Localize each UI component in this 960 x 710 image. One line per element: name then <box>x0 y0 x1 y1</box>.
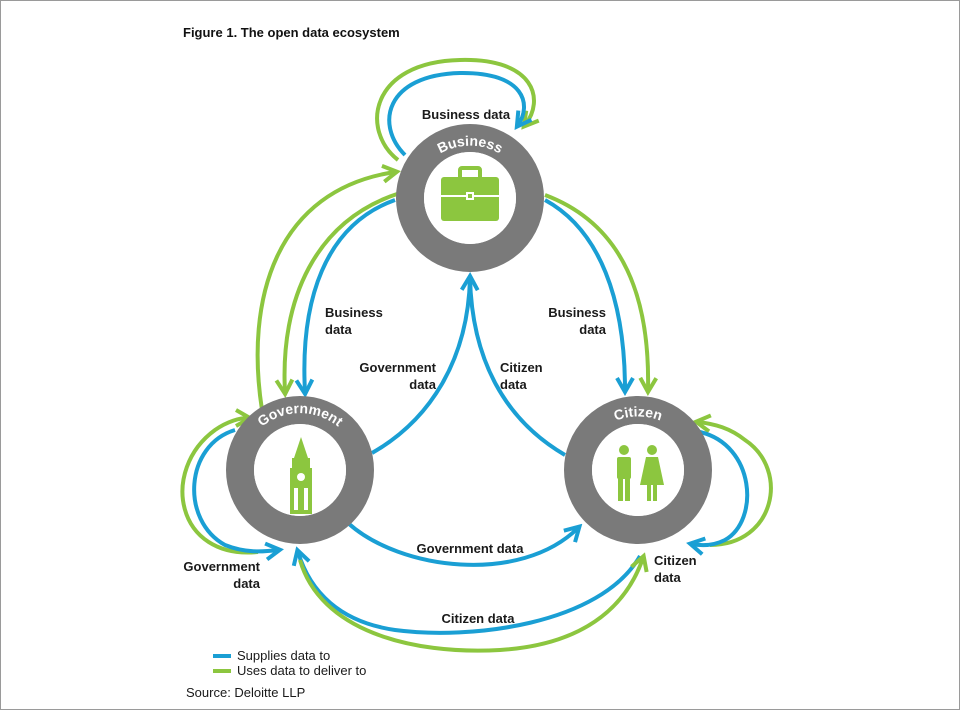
figure-title: Figure 1. The open data ecosystem <box>183 25 400 40</box>
citizen-label: Citizen <box>612 403 665 423</box>
label-citizen-self-2: data <box>654 570 682 585</box>
node-government: Government <box>226 396 374 544</box>
label-gov-to-citizen: Government data <box>417 541 525 556</box>
arrow-business-to-gov-blue <box>294 198 396 399</box>
label-citizen-to-business-2: data <box>500 377 528 392</box>
arrow-citizen-to-business-blue <box>468 277 567 457</box>
arrow-gov-self-green <box>180 408 259 555</box>
label-business-to-gov-2: data <box>325 322 353 337</box>
label-business-to-citizen-1: Business <box>548 305 606 320</box>
arrow-citizen-to-gov-green <box>298 552 649 653</box>
label-gov-self-1: Government <box>183 559 260 574</box>
arrow-citizen-self-green <box>692 413 773 547</box>
label-business-to-gov-1: Business <box>325 305 383 320</box>
legend-supplies-label: Supplies data to <box>237 648 330 663</box>
label-citizen-self-1: Citizen <box>654 553 697 568</box>
legend-supplies-swatch <box>213 654 231 658</box>
label-gov-to-business-2: data <box>409 377 437 392</box>
label-citizen-to-business-1: Citizen <box>500 360 543 375</box>
arrow-gov-to-business-green <box>255 164 401 411</box>
arrow-business-self-green <box>375 57 540 162</box>
label-citizen-to-gov: Citizen data <box>442 611 516 626</box>
node-citizen: Citizen <box>564 396 712 544</box>
node-business: Business <box>396 124 544 272</box>
label-business-self: Business data <box>422 107 511 122</box>
arrow-business-self-blue <box>387 70 533 157</box>
arrow-gov-self-blue <box>192 428 284 562</box>
citizen-ring <box>564 396 712 544</box>
people-icon <box>617 445 664 501</box>
legend-uses-label: Uses data to deliver to <box>237 663 366 678</box>
government-ring <box>226 396 374 544</box>
legend: Supplies data to Uses data to deliver to <box>213 648 366 678</box>
arrow-gov-to-business-blue <box>371 271 480 455</box>
figure-source: Source: Deloitte LLP <box>186 685 305 700</box>
big-ben-icon <box>290 437 312 514</box>
arrow-business-to-gov-green <box>274 191 401 399</box>
arrow-business-to-citizen-blue <box>544 198 635 397</box>
arrow-gov-to-citizen-blue <box>346 521 583 567</box>
business-ring <box>396 124 544 272</box>
arrow-business-to-citizen-green <box>544 193 658 397</box>
label-gov-self-2: data <box>233 576 261 591</box>
label-business-to-citizen-2: data <box>579 322 607 337</box>
arrow-citizen-self-blue <box>686 430 750 556</box>
legend-uses-swatch <box>213 669 231 673</box>
arrow-citizen-to-gov-blue <box>291 546 642 635</box>
briefcase-icon <box>441 166 499 221</box>
label-gov-to-business-1: Government <box>359 360 436 375</box>
